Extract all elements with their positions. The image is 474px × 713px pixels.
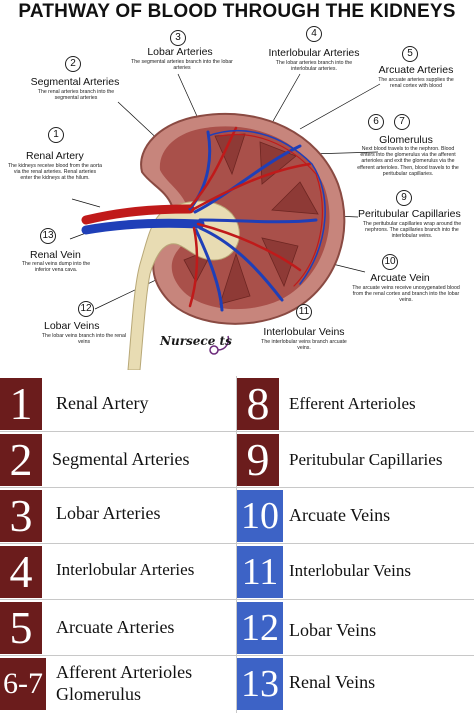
- callout-desc-renal-artery: The kidneys receive blood from the aorta…: [8, 163, 103, 182]
- legend-table: 1 Renal Artery 2 Segmental Arteries 3 Lo…: [0, 376, 474, 713]
- legend-number-badge: 12: [237, 602, 283, 654]
- legend-row-1: 1 Renal Artery: [0, 376, 236, 432]
- legend-number-badge: 4: [0, 546, 42, 598]
- legend-label: Segmental Arteries: [52, 449, 190, 469]
- callout-label-lobar-arteries: Lobar Arteries: [147, 46, 213, 58]
- callout-number-13: 13: [40, 228, 56, 244]
- callout-label-lobar-veins: Lobar Veins: [44, 320, 100, 332]
- legend-row-6-7: 6-7 Afferent Arterioles Glomerulus: [0, 656, 236, 713]
- legend-number-badge: 10: [237, 490, 283, 542]
- legend-row-4: 4 Interlobular Arteries: [0, 544, 236, 600]
- legend-row-13: 13 Renal Veins: [237, 656, 474, 713]
- callout-desc-lobar-veins: The lobar veins branch into the renal ve…: [41, 333, 127, 346]
- legend-label: Interlobular Arteries: [56, 560, 195, 579]
- legend-label: Lobar Veins: [289, 620, 377, 640]
- callout-desc-glomerulus: Next blood travels to the nephron. Blood…: [357, 146, 459, 177]
- renal-pelvis: [127, 200, 240, 370]
- callout-label-arcuate-vein: Arcuate Vein: [370, 272, 430, 284]
- legend-number-badge: 2: [0, 434, 42, 486]
- callout-label-segmental-arteries: Segmental Arteries: [30, 76, 120, 88]
- legend-label: Renal Artery: [56, 393, 149, 413]
- legend-number-badge: 5: [0, 602, 42, 654]
- callout-desc-interlobular-veins: The interlobular veins branch arcuate ve…: [261, 339, 347, 352]
- legend-number-badge: 13: [237, 658, 283, 710]
- callout-desc-peritubular-capillaries: The peritubular capillaries wrap around …: [362, 221, 462, 240]
- legend-row-8: 8 Efferent Arterioles: [237, 376, 474, 432]
- legend-label: Interlobular Veins: [289, 561, 411, 580]
- legend-column-divider: [236, 376, 237, 713]
- renal-vein-vessel: [81, 218, 205, 235]
- callout-number-3: 3: [170, 30, 186, 46]
- callout-number-1: 1: [48, 127, 64, 143]
- legend-label-secondary: Glomerulus: [56, 684, 141, 704]
- kidney-illustration: [69, 73, 381, 370]
- callout-desc-interlobular-arteries: The lobar arteries branch into the inter…: [275, 60, 353, 73]
- legend-row-2: 2 Segmental Arteries: [0, 432, 236, 488]
- legend-number-badge: 11: [237, 546, 283, 598]
- callout-label-glomerulus: Glomerulus: [379, 134, 433, 146]
- logo-mark: [209, 335, 230, 355]
- callout-number-11: 11: [296, 304, 312, 320]
- nursecepts-logo: Nursece ts: [160, 334, 232, 348]
- callout-label-arcuate-arteries: Arcuate Arteries: [378, 64, 454, 76]
- kidney-diagram: 3 Lobar Arteries The segmental arteries …: [0, 24, 474, 370]
- callout-desc-arcuate-vein: The arcuate veins receive unoxygenated b…: [352, 285, 460, 304]
- legend-row-5: 5 Arcuate Arteries: [0, 600, 236, 656]
- legend-number-badge: 9: [237, 434, 279, 486]
- branch-vessels: [188, 126, 326, 312]
- legend-row-10: 10 Arcuate Veins: [237, 488, 474, 544]
- legend-row-9: 9 Peritubular Capillaries: [237, 432, 474, 488]
- legend-label: Lobar Arteries: [56, 503, 161, 523]
- legend-label: Afferent Arterioles: [56, 662, 193, 682]
- legend-row-3: 3 Lobar Arteries: [0, 488, 236, 544]
- callout-label-interlobular-arteries: Interlobular Arteries: [268, 47, 360, 59]
- legend-number-badge: 1: [0, 378, 42, 430]
- legend-label: Efferent Arterioles: [289, 394, 416, 413]
- legend-number-badge: 6-7: [0, 658, 46, 710]
- legend-number-badge: 3: [0, 490, 42, 542]
- legend-number-badge: 8: [237, 378, 279, 430]
- legend-row-11: 11 Interlobular Veins: [237, 544, 474, 600]
- callout-number-5: 5: [402, 46, 418, 62]
- legend-row-12: 12 Lobar Veins: [237, 600, 474, 656]
- callout-number-4: 4: [306, 26, 322, 42]
- callout-desc-lobar-arteries: The segmental arteries branch into the l…: [131, 59, 233, 72]
- callout-label-renal-artery: Renal Artery: [26, 150, 84, 162]
- callout-number-12: 12: [78, 301, 94, 317]
- callout-desc-segmental-arteries: The renal arteries branch into the segme…: [37, 89, 115, 102]
- callout-number-6: 6: [368, 114, 384, 130]
- callout-label-interlobular-veins: Interlobular Veins: [263, 326, 345, 338]
- legend-label: Arcuate Veins: [289, 505, 391, 525]
- callout-desc-renal-vein: The renal veins dump into the inferior v…: [21, 261, 91, 274]
- callout-label-renal-vein: Renal Vein: [30, 249, 81, 261]
- legend-label: Renal Veins: [289, 672, 376, 692]
- callout-desc-arcuate-arteries: The arcuate arteries supplies the renal …: [378, 77, 454, 90]
- callout-number-2: 2: [65, 56, 81, 72]
- callout-number-7: 7: [394, 114, 410, 130]
- page-title: PATHWAY OF BLOOD THROUGH THE KIDNEYS: [18, 1, 456, 22]
- renal-artery-vessel: [81, 204, 195, 225]
- callout-number-9: 9: [396, 190, 412, 206]
- legend-label: Peritubular Capillaries: [289, 450, 443, 469]
- legend-label: Arcuate Arteries: [56, 617, 175, 637]
- callout-label-peritubular-capillaries: Peritubular Capillaries: [358, 208, 461, 220]
- callout-number-10: 10: [382, 254, 398, 270]
